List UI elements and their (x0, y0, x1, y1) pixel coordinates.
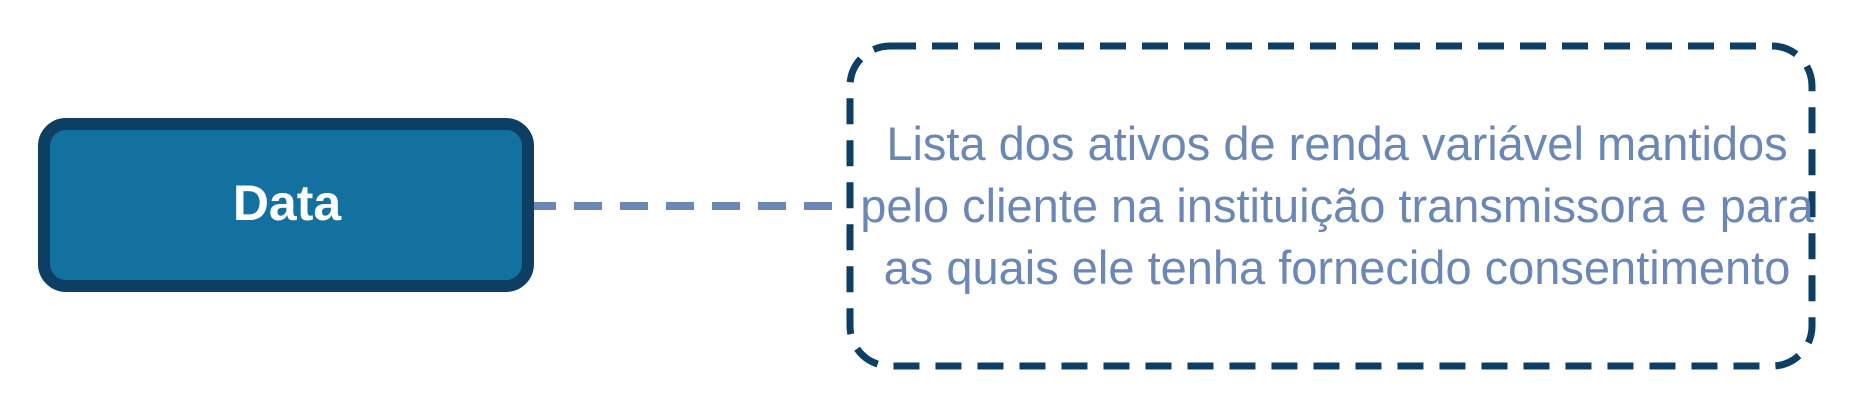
note-text: Lista dos ativos de renda variável manti… (860, 117, 1814, 294)
note-box (846, 42, 1816, 370)
data-node-box[interactable] (38, 118, 534, 292)
data-node-label: Data (232, 174, 342, 231)
